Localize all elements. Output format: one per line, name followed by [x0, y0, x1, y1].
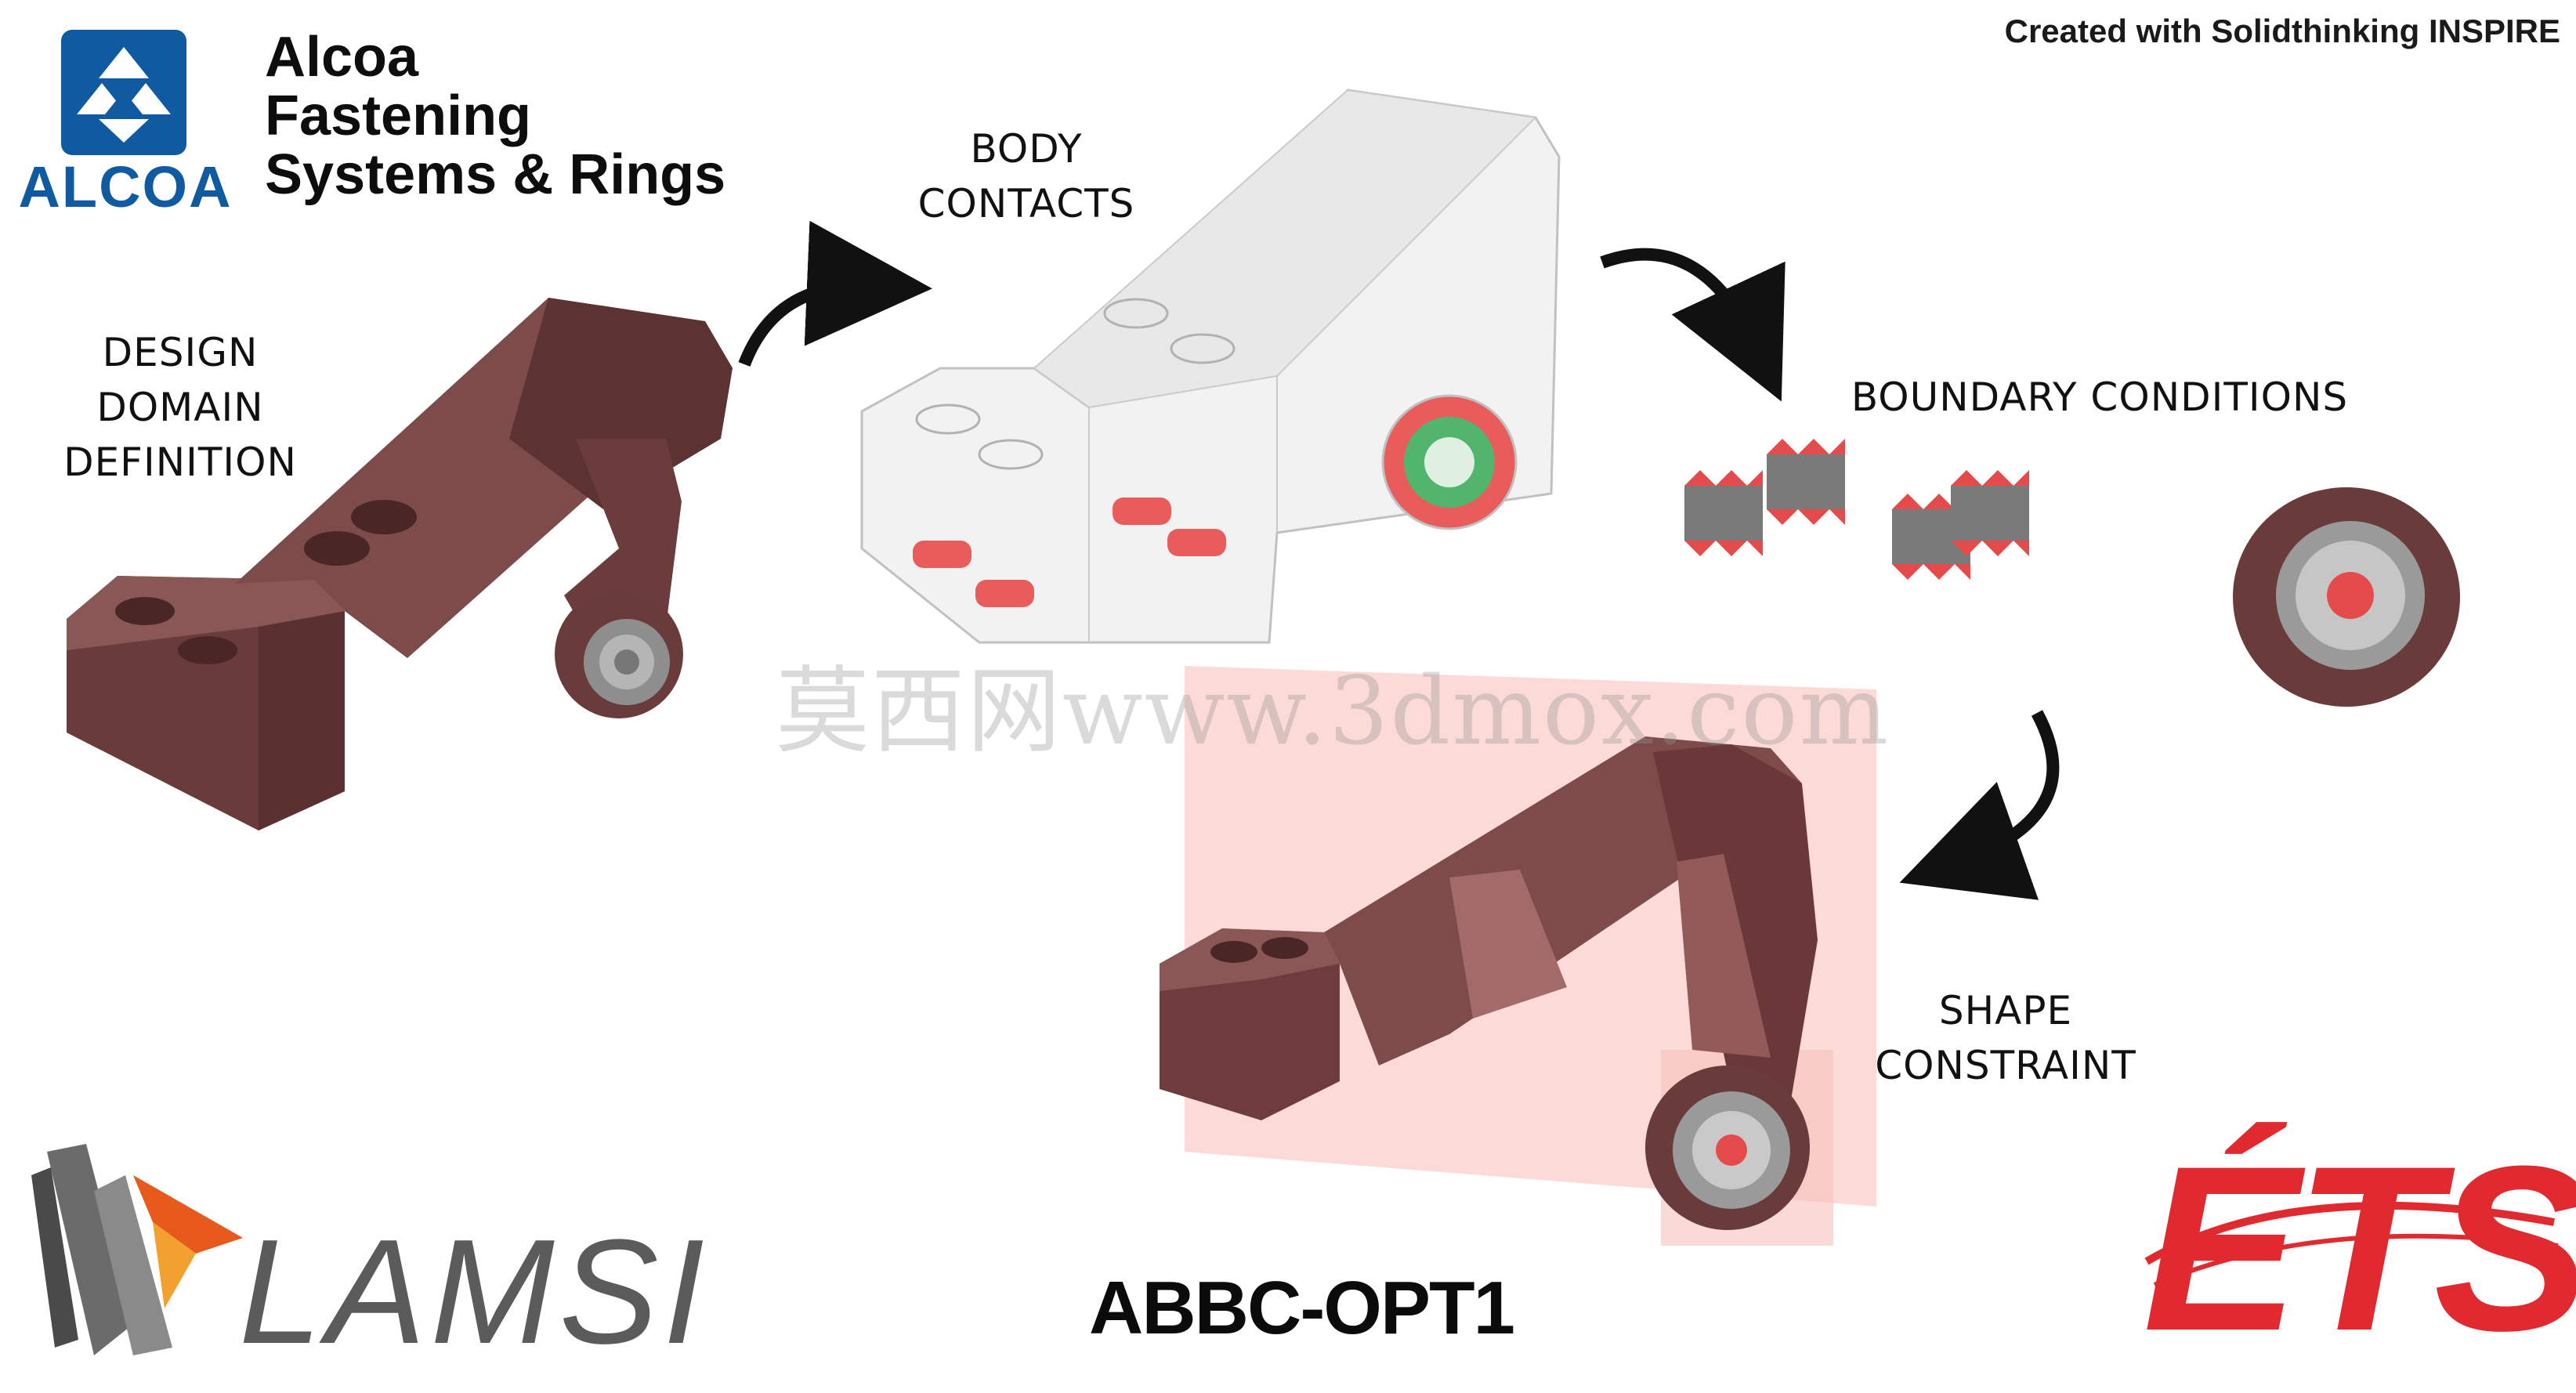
lamsi-logo [16, 1128, 251, 1363]
org-title: Alcoa Fastening Systems & Rings [265, 28, 725, 204]
label-line: DEFINITION [63, 440, 297, 485]
bc-cluster [1684, 470, 1763, 556]
org-title-line: Fastening [265, 85, 532, 147]
software-credit: Created with Solidthinking INSPIRE [2004, 13, 2560, 49]
step-label-body-contacts: BODY CONTACTS [893, 121, 1160, 231]
step-label-boundary-conditions: BOUNDARY CONDITIONS [1825, 370, 2374, 425]
alcoa-logo-word: ALCOA [18, 154, 233, 219]
optimized-part [1160, 736, 1818, 1230]
alcoa-logo-icon [61, 30, 186, 155]
arrow-to-boundary-conditions [1600, 248, 1785, 402]
model-name: ABBC-OPT1 [1089, 1266, 1515, 1350]
bc-cluster [1951, 470, 2029, 556]
body-contacts-part [860, 89, 1561, 644]
org-title-line: Alcoa [265, 26, 419, 89]
alcoa-logo [61, 30, 186, 155]
step-label-design-domain: DESIGN DOMAIN DEFINITION [47, 325, 313, 490]
label-line: SHAPE [1938, 988, 2073, 1033]
org-title-line: Systems & Rings [265, 143, 726, 206]
label-line: DESIGN [102, 330, 259, 375]
arrow-to-shape-constraint [1899, 710, 2060, 900]
label-line: BODY [970, 126, 1083, 172]
label-line: DOMAIN [96, 385, 264, 430]
design-domain-part [67, 298, 733, 830]
label-line: CONTACTS [917, 181, 1135, 226]
lamsi-logo-icon [31, 1144, 243, 1355]
label-line: BOUNDARY CONDITIONS [1851, 374, 2349, 420]
label-line: CONSTRAINT [1875, 1043, 2136, 1088]
lamsi-logo-word: LAMSI [239, 1209, 710, 1375]
bc-cluster [1767, 439, 1845, 525]
watermark-text: 莫西网www.3dmox.com [776, 657, 1890, 766]
boundary-conditions-clusters [1684, 439, 2029, 580]
pin-wheel [2233, 487, 2460, 707]
ets-logo-word: ÉTS [2143, 1116, 2576, 1380]
step-label-shape-constraint: SHAPE CONSTRAINT [1865, 983, 2147, 1093]
arrow-to-body-contacts [738, 220, 932, 367]
ets-swoosh [2139, 1128, 2562, 1363]
ets-swoosh-icon [2144, 1201, 2559, 1287]
